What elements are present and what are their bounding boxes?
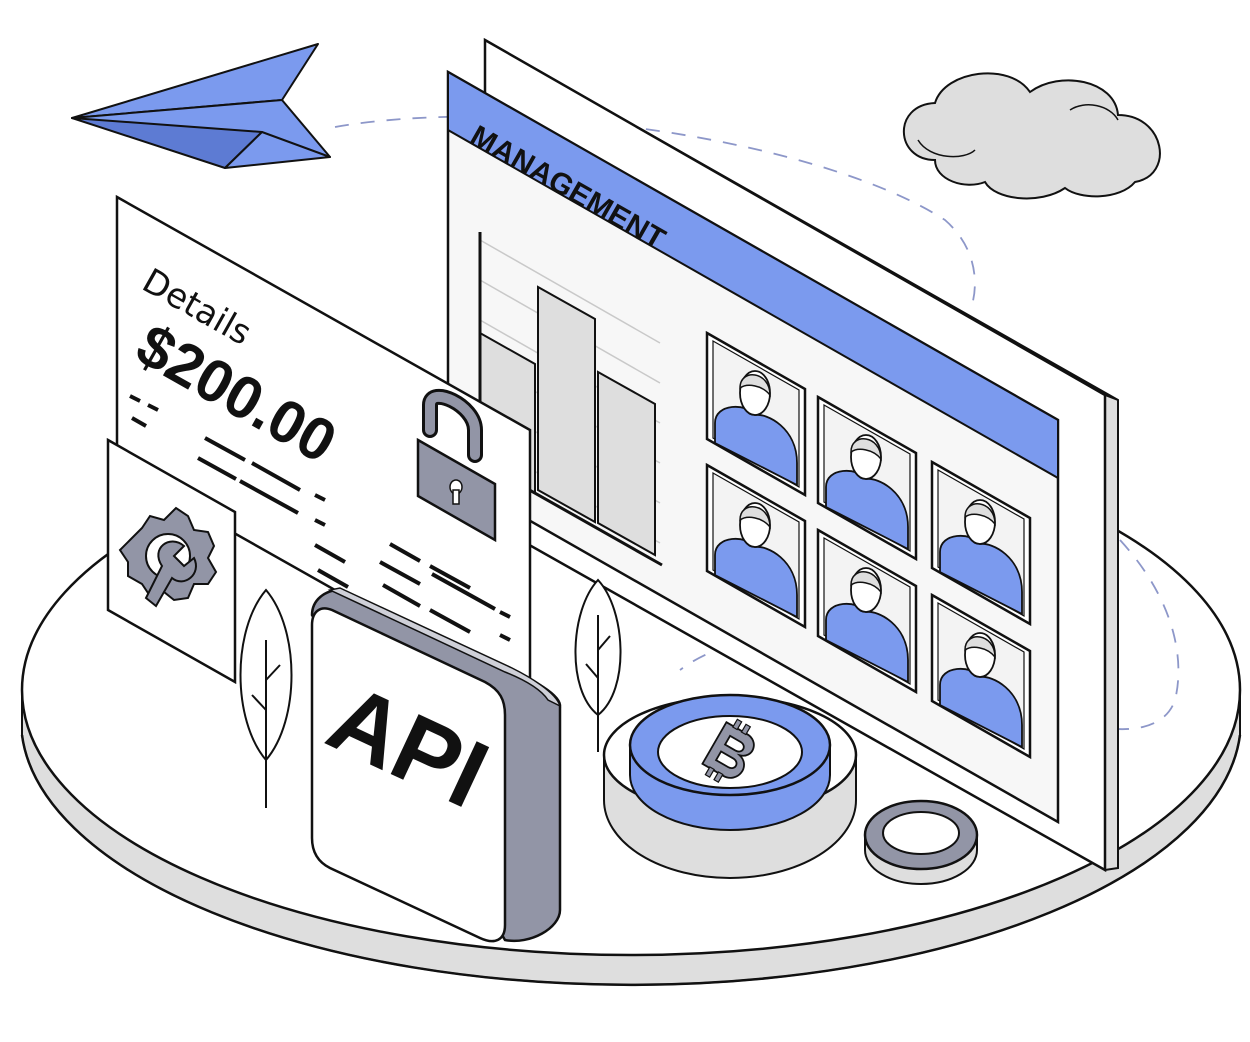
- api-block: API: [310, 587, 562, 943]
- management-monitor: MANAGEMENT: [446, 37, 1119, 873]
- paper-plane-icon: [71, 43, 331, 169]
- user-avatar-icon: [816, 527, 918, 695]
- dashed-text-lines: [129, 394, 511, 642]
- details-card: Details $200.00: [115, 194, 532, 703]
- settings-card: [106, 437, 237, 685]
- tree-icon: [574, 578, 622, 752]
- bitcoin-coin-icon: [602, 693, 858, 879]
- padlock-icon: [416, 388, 497, 543]
- user-avatar-icon: [816, 394, 918, 562]
- bar-3: [597, 370, 656, 557]
- ring-icon: [863, 799, 979, 885]
- user-avatar-grid: [705, 330, 1032, 760]
- bar-2: [537, 285, 596, 524]
- cloud-icon: [902, 72, 1161, 200]
- user-avatar-icon: [930, 592, 1032, 760]
- tree-icon: [239, 588, 293, 808]
- user-avatar-icon: [705, 462, 807, 630]
- gear-wrench-icon: [118, 506, 218, 608]
- user-avatar-icon: [930, 459, 1032, 627]
- user-avatar-icon: [705, 330, 807, 498]
